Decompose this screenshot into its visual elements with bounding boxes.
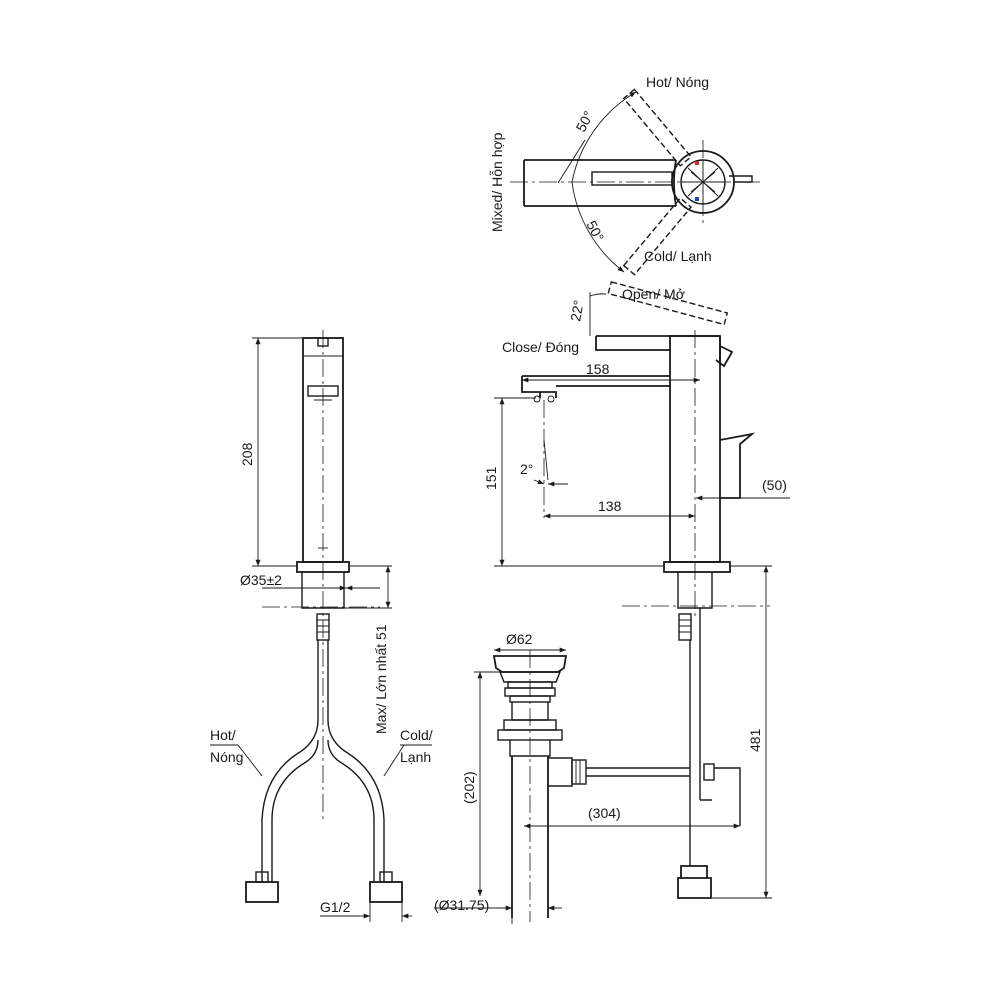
dim-50: (50) [762,477,787,493]
top-view-lever-outline [523,159,676,207]
front-hot-line2: Nóng [210,749,243,765]
front-base [296,561,350,573]
top-view: Hot/ Nóng Cold/ Lạnh Mixed/ Hỗn hợp 50° … [489,74,760,276]
cold-angle-label: 50° [583,218,607,244]
thread-label: G1/2 [320,899,351,915]
close-label: Close/ Đóng [502,339,579,355]
hot-angle-arc [571,91,637,183]
cold-hose-nut [369,881,403,903]
handle-angle-label: 22° [567,299,586,323]
hot-position-lever [622,197,692,276]
drain-assembly: Ø62 (202) (304) (Ø31.75) [434,631,741,924]
dim-304: (304) [588,805,621,821]
side-bottom-fitting [677,865,712,899]
hot-label: Hot/ Nóng [646,74,709,90]
dim-158: 158 [586,361,610,377]
dim-202: (202) [461,771,477,804]
front-hot-line1: Hot/ [210,727,236,743]
cold-position-lever [622,88,692,167]
side-spout [521,375,670,398]
side-rear-handle [719,432,756,499]
front-cold-line2: Lạnh [400,749,431,765]
spout-angle-label: 2° [520,461,533,477]
drain-tailpiece [511,756,549,918]
front-view: 208 Ø35±2 Max/ Lớn nhất 51 Hot/ Nóng Col… [210,330,433,922]
dim-481: 481 [747,728,763,752]
hot-marker [695,161,699,165]
handle-open-position [607,281,729,326]
dim-62: Ø62 [506,631,533,647]
dim-151: 151 [483,466,499,490]
cold-label: Cold/ Lạnh [644,248,712,264]
top-view-lever-slot [591,171,673,186]
cold-angle-arc [571,181,625,273]
dim-3175: (Ø31.75) [434,897,489,913]
mixed-label: Mixed/ Hỗn hợp [489,132,505,232]
dim-35: Ø35±2 [240,572,282,588]
side-view: 158 151 138 2° (50) 481 Open/ Mở Close/ … [483,281,790,899]
front-cold-line1: Cold/ [400,727,433,743]
open-label: Open/ Mở [622,286,685,302]
hot-hose-nut [245,881,279,903]
cold-marker [695,197,699,201]
cold-hose [327,640,385,882]
hot-hose [261,640,319,882]
max-label: Max/ Lớn nhất 51 [373,624,389,734]
side-base [663,561,731,573]
hot-angle-label: 50° [573,108,597,134]
dim-208: 208 [239,442,255,466]
dim-138: 138 [598,498,622,514]
